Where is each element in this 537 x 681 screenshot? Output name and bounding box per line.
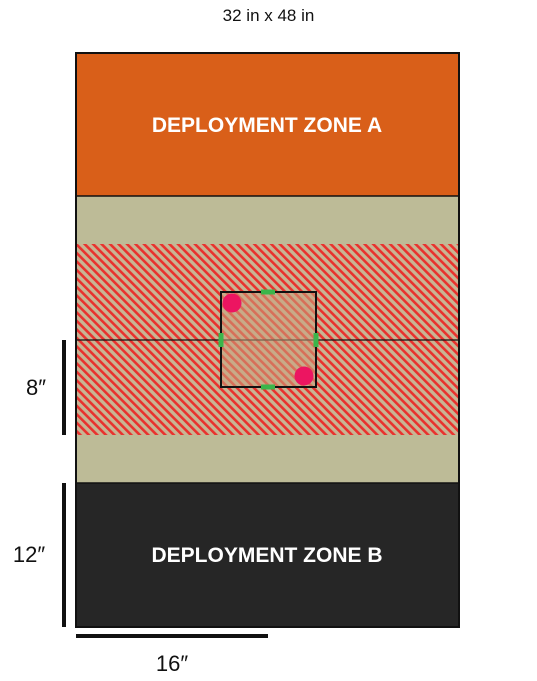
center-band-dimension-label: 8″ [26,375,46,400]
deployment-zone-b [76,483,459,627]
center-band-dimension-bar [62,340,66,435]
width-dimension-label: 16″ [156,651,188,676]
deployment-zone-a [76,53,459,196]
width-dimension-bar [76,634,268,638]
board-size-title: 32 in x 48 in [222,6,315,25]
edge-marker-bottom [261,384,275,390]
deployment-depth-dimension-label: 12″ [13,542,45,567]
deployment-zone-b-label: DEPLOYMENT ZONE B [151,544,382,567]
edge-marker-top [261,289,275,295]
deployment-depth-dimension-bar [62,483,66,627]
objective-marker-top-left [222,293,242,313]
edge-marker-right [313,333,319,347]
edge-marker-left [218,333,224,347]
objective-marker-bottom-right [294,366,314,386]
deployment-zone-a-label: DEPLOYMENT ZONE A [152,114,382,137]
board-outline [75,52,460,628]
